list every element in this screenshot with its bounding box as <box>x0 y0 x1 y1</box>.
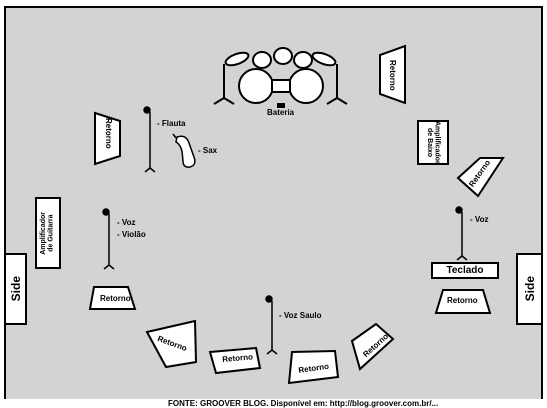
voz-label: - Voz <box>470 215 489 224</box>
amp-baixo-line1: Amplificador <box>433 121 441 164</box>
voz-label: - Voz <box>117 218 136 227</box>
mic-stand-icon <box>102 208 115 270</box>
teclado-label: Teclado <box>446 265 484 276</box>
amplificador-baixo: Amplificador de Baixo <box>417 120 449 165</box>
stage-floor <box>4 6 543 399</box>
retorno-label: Retorno <box>104 118 113 149</box>
retorno-label: Retorno <box>388 60 397 91</box>
side-left: Side <box>4 253 27 325</box>
amplificador-guitarra: Amplificador de Guitarra <box>35 197 61 269</box>
retorno-wedge <box>379 44 406 105</box>
retorno-wedge <box>88 286 137 310</box>
amp-guitarra-line2: de Guitarra <box>48 214 55 252</box>
mic-stand-icon <box>265 295 278 355</box>
flauta-label: - Flauta <box>157 119 186 128</box>
violao-label: - Violão <box>117 230 146 239</box>
retorno-wedge <box>434 289 492 314</box>
source-caption: FONTE: GROOVER BLOG. Disponível em: http… <box>168 399 439 408</box>
side-right: Side <box>516 253 543 325</box>
retorno-wedge <box>94 111 121 166</box>
retorno-wedge <box>287 349 340 385</box>
mic-stand-icon <box>143 106 156 173</box>
voz-saulo-label: - Voz Saulo <box>279 311 322 320</box>
retorno-wedge <box>208 346 262 375</box>
amp-baixo-line2: de Baixo <box>426 127 433 158</box>
retorno-wedge <box>145 319 198 369</box>
retorno-wedge <box>456 157 505 198</box>
retorno-label: Retorno <box>447 296 478 305</box>
mic-stand-icon <box>455 206 468 261</box>
side-left-label: Side <box>8 276 23 302</box>
drum-kit-icon <box>213 47 348 108</box>
teclado-box: Teclado <box>431 262 499 279</box>
retorno-label: Retorno <box>100 294 131 303</box>
amp-guitarra-line1: Amplificador <box>40 211 48 255</box>
saxophone-icon <box>172 133 196 168</box>
side-right-label: Side <box>522 276 537 302</box>
sax-label: - Sax <box>198 146 218 155</box>
retorno-wedge <box>350 322 395 371</box>
bateria-label: Bateria <box>267 108 295 117</box>
